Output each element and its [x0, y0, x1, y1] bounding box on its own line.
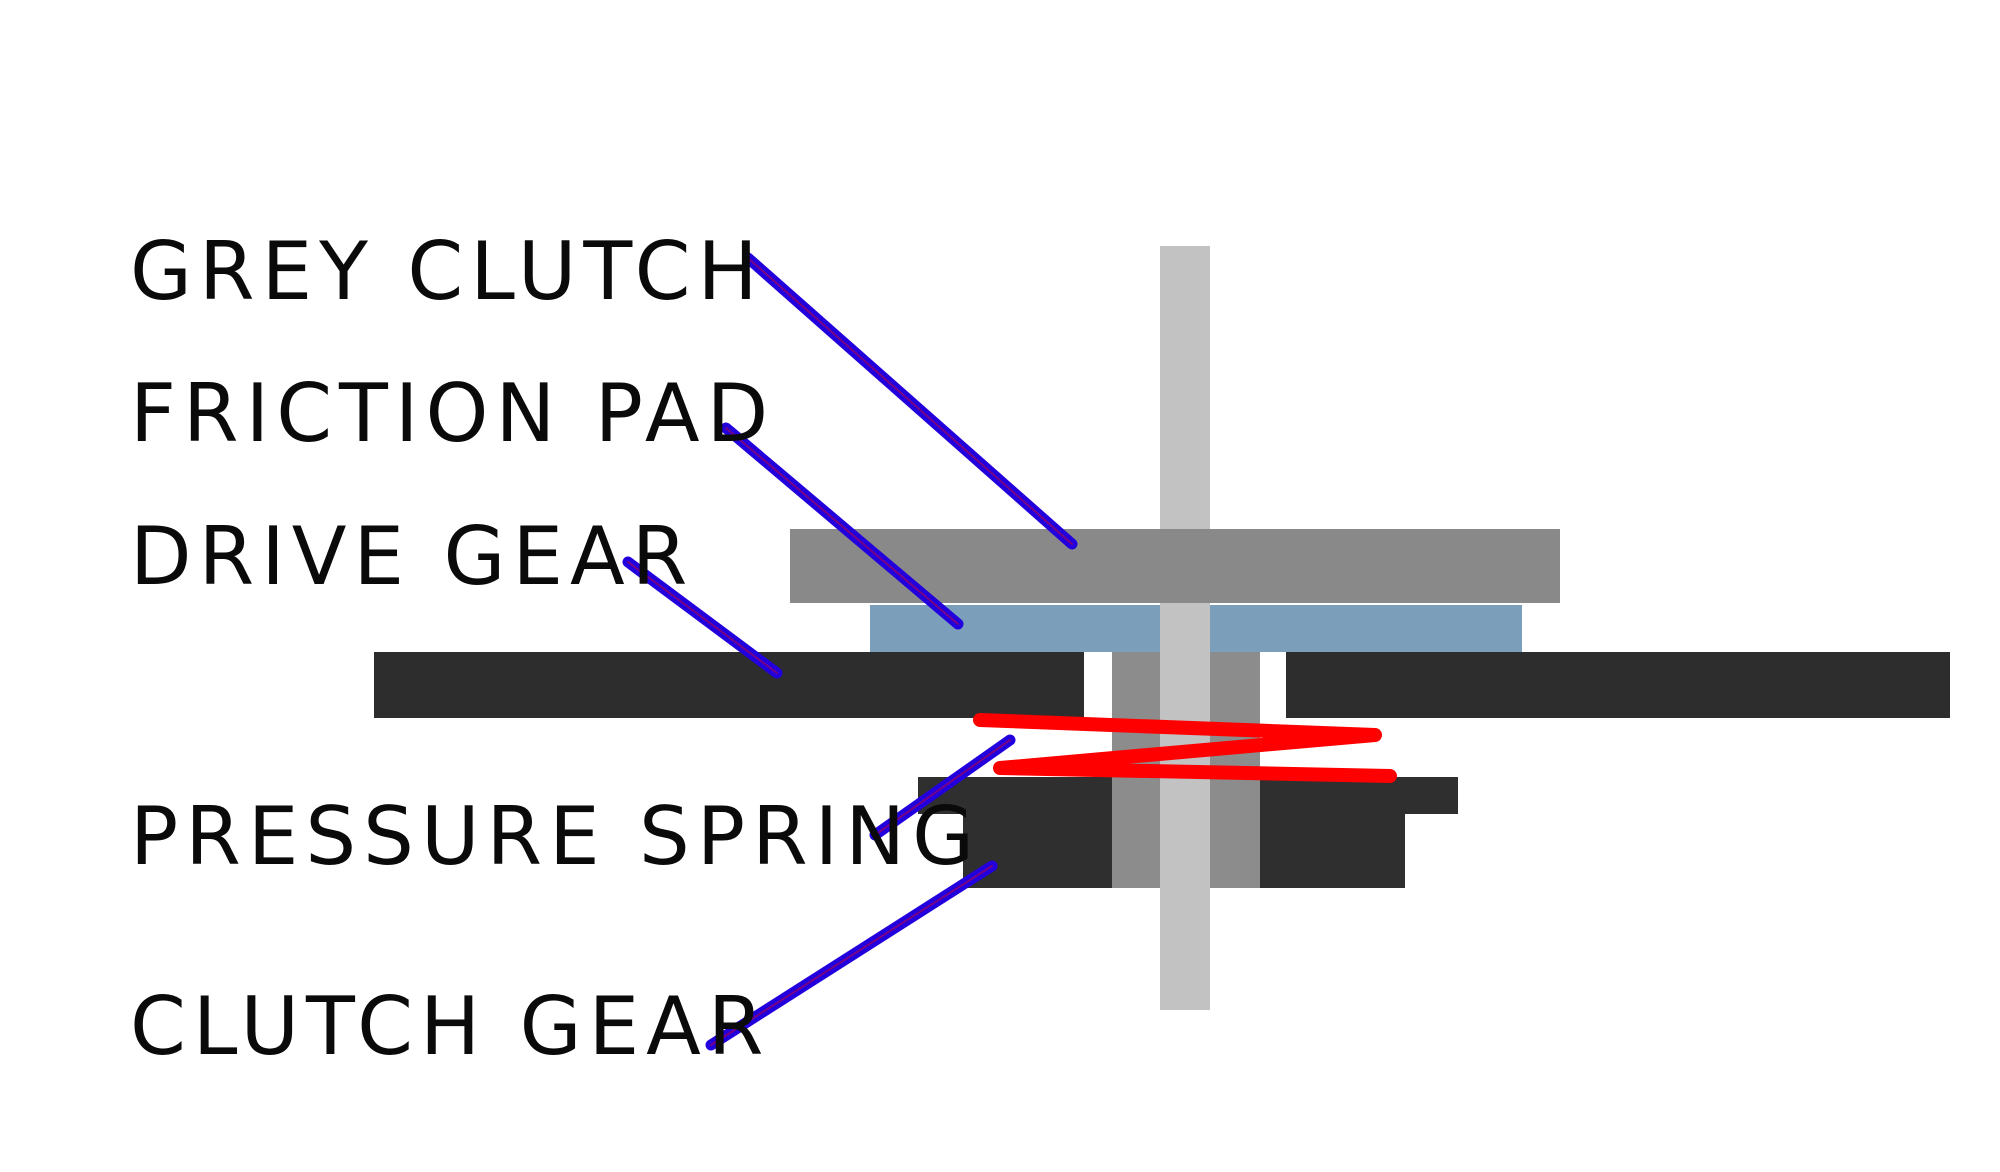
drive-gear-right	[1286, 652, 1950, 718]
grey-clutch-label: GREY CLUTCH	[130, 225, 765, 318]
clutch-gear-label: CLUTCH GEAR	[130, 980, 771, 1073]
drive-gear-label: DRIVE GEAR	[130, 510, 695, 603]
grey-clutch-plate	[790, 529, 1560, 603]
drive-gear-left	[374, 652, 1084, 718]
leader-lines	[622, 252, 1078, 1051]
pressure-spring	[973, 713, 1397, 783]
pressure-spring-label: PRESSURE SPRING	[130, 790, 982, 883]
friction-pad-label: FRICTION PAD	[130, 367, 776, 460]
